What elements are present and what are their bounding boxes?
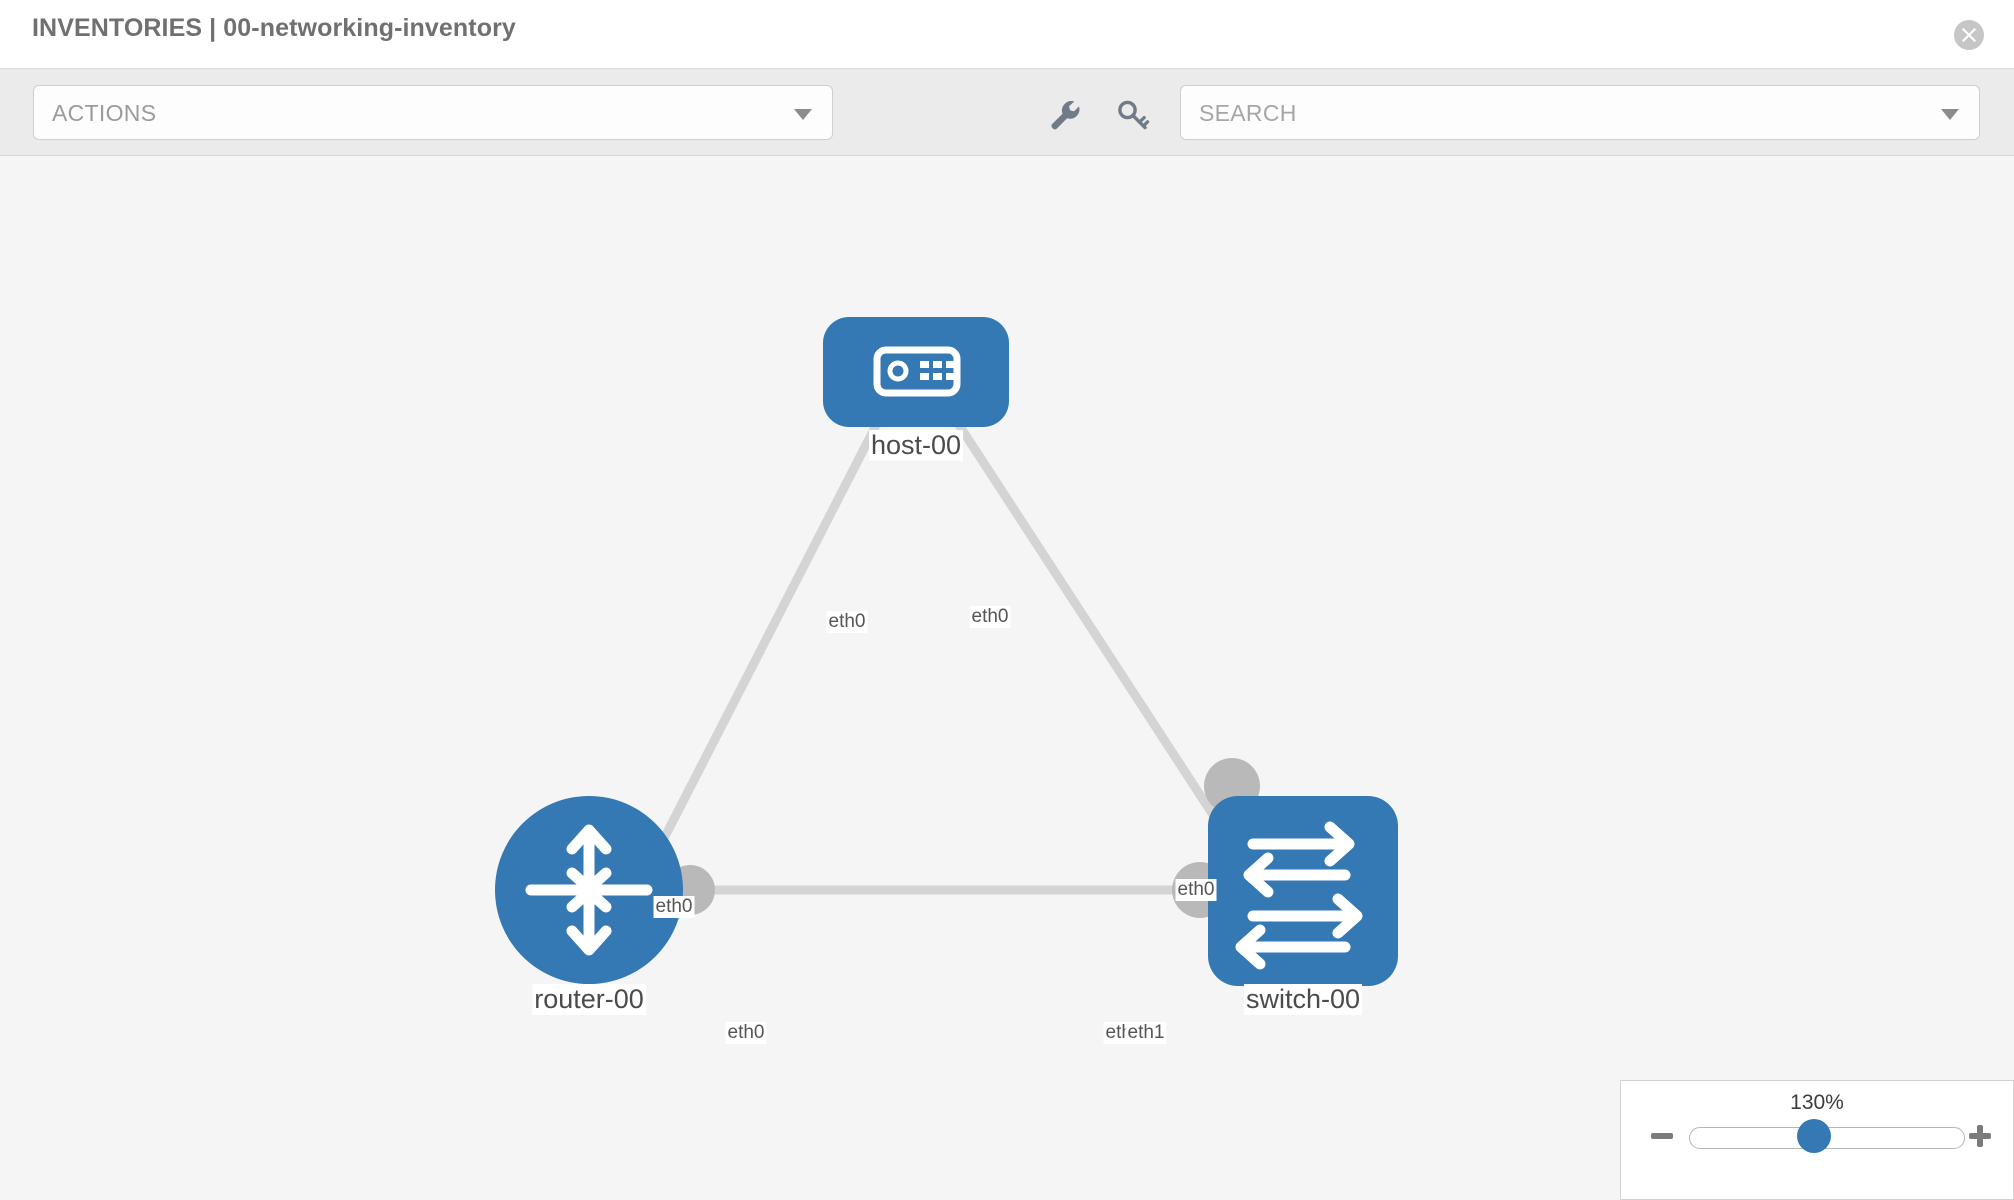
node-switch-00[interactable] <box>1208 796 1398 986</box>
node-label-router-00: router-00 <box>532 984 646 1015</box>
close-icon[interactable] <box>1954 20 1984 50</box>
link-host00-router00[interactable] <box>650 399 893 859</box>
topology-canvas[interactable]: host-00 router-00 switch-00 eth0 eth0 et… <box>0 156 2014 1200</box>
zoom-slider-thumb[interactable] <box>1797 1119 1831 1153</box>
toolbar: ACTIONS SEARCH <box>0 68 2014 156</box>
topology-links <box>650 399 1236 895</box>
window-header: INVENTORIES | 00-networking-inventory <box>0 0 2014 68</box>
actions-dropdown-label: ACTIONS <box>52 100 157 126</box>
zoom-level-value: 130% <box>1790 1091 1844 1114</box>
search-placeholder: SEARCH <box>1199 100 1297 126</box>
node-label-host-00: host-00 <box>868 430 964 461</box>
port-label-host00-to-switch00: eth0 <box>969 606 1011 628</box>
node-host-00[interactable] <box>823 317 1009 427</box>
chevron-down-icon <box>1941 109 1959 120</box>
search-input[interactable]: SEARCH <box>1180 85 1980 140</box>
port-label-switch00-to-host00: eth0 <box>1175 879 1217 901</box>
router-arrows-icon <box>525 824 653 956</box>
node-router-00[interactable] <box>495 796 683 984</box>
node-label-switch-00: switch-00 <box>1243 984 1363 1015</box>
chevron-down-icon <box>794 109 812 120</box>
actions-dropdown[interactable]: ACTIONS <box>33 85 833 140</box>
wrench-icon[interactable] <box>1047 97 1083 133</box>
plus-icon[interactable] <box>1967 1123 1993 1149</box>
link-host00-switch00[interactable] <box>940 399 1236 847</box>
port-label-host00-to-router00: eth0 <box>826 611 868 633</box>
port-label-router00-to-switch00: eth0 <box>725 1022 767 1044</box>
key-icon[interactable] <box>1115 97 1151 133</box>
port-label-switch00-to-router00: eth1 <box>1125 1022 1167 1044</box>
zoom-control-panel: 130% <box>1620 1080 2014 1200</box>
minus-icon[interactable] <box>1649 1123 1675 1149</box>
page-title: INVENTORIES | 00-networking-inventory <box>32 14 516 42</box>
port-label-router00-to-host00: eth0 <box>653 896 695 918</box>
server-icon <box>873 346 961 397</box>
topology-graph <box>495 317 1398 986</box>
switch-arrows-icon <box>1235 821 1363 970</box>
